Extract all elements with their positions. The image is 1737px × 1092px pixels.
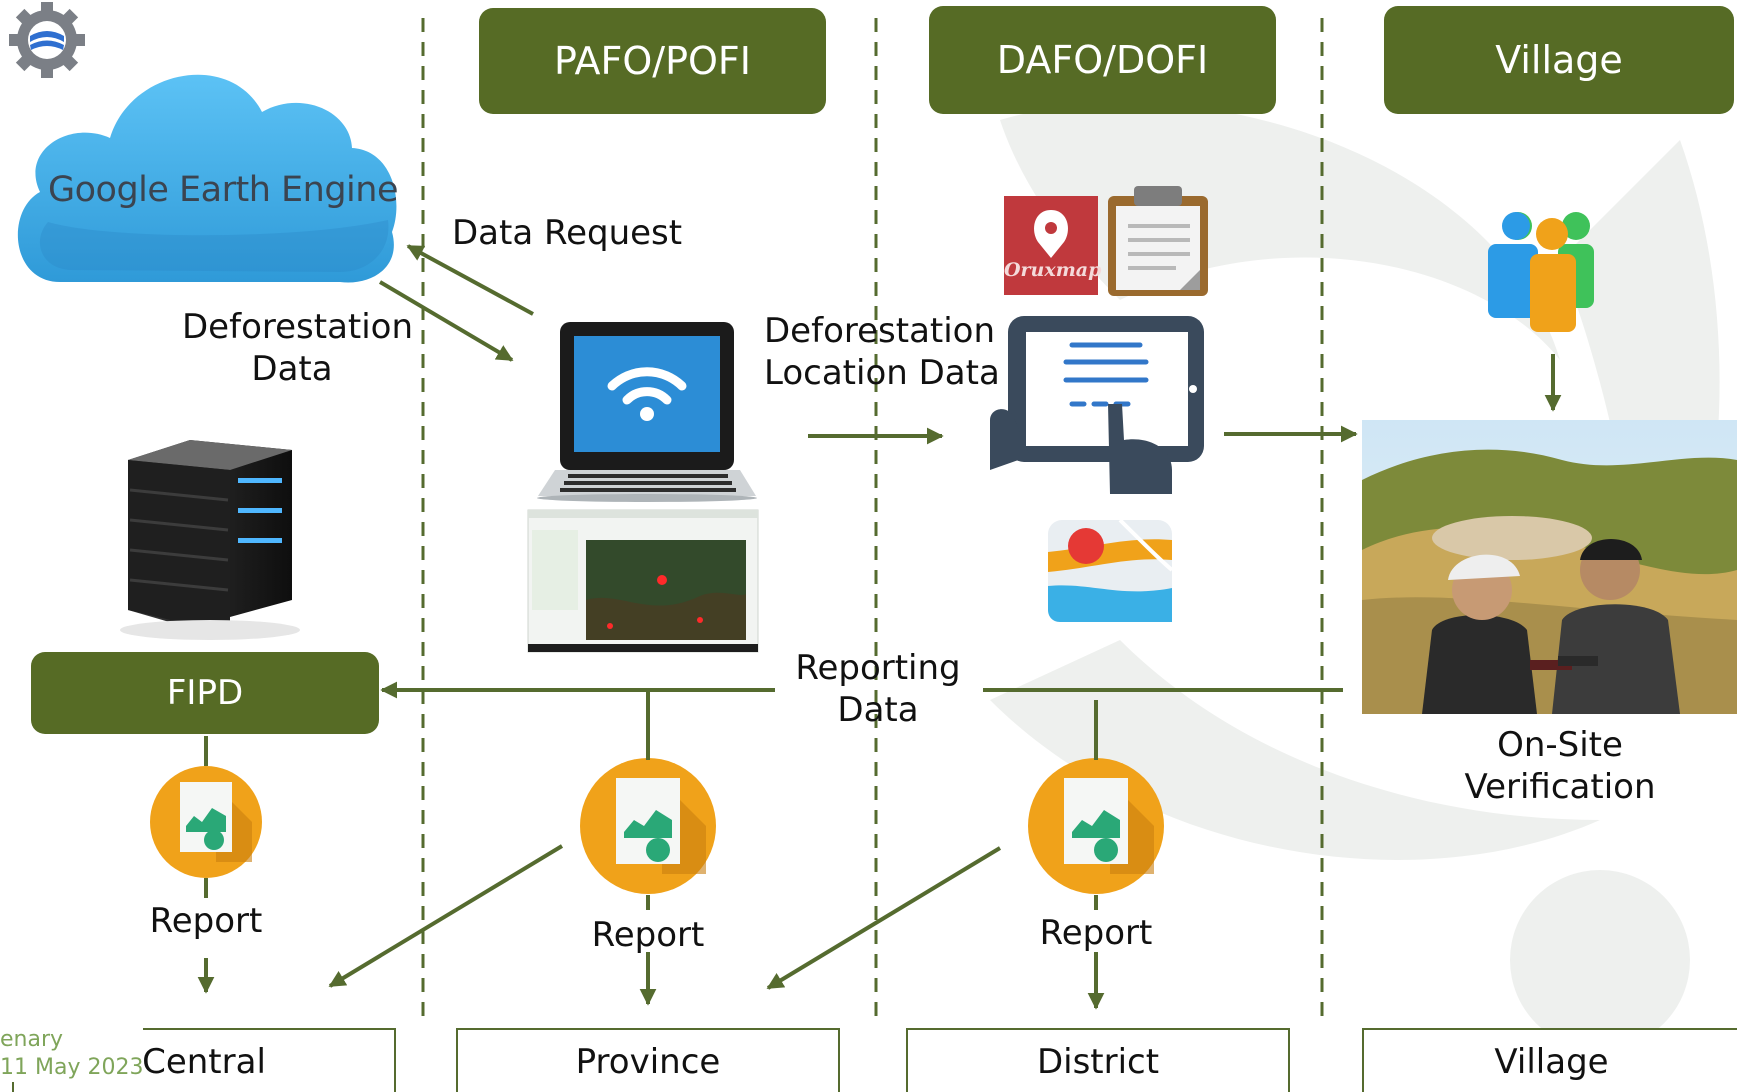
gee-map-screenshot: [527, 509, 759, 653]
report-icon-district: [1028, 758, 1164, 894]
tablet-hand-icon: [990, 316, 1204, 494]
clipboard-icon: [1108, 186, 1208, 296]
server-icon: [120, 440, 300, 640]
level-district: District: [906, 1028, 1290, 1092]
header-pafo-pofi: PAFO/POFI: [479, 8, 826, 114]
arrow-district-to-province: [766, 846, 1002, 990]
oruxmaps-logo-text: Oruxmap: [1004, 259, 1102, 281]
gee-gear-icon: [9, 2, 85, 78]
label-onsite-verification: On-Site Verification: [1464, 725, 1656, 807]
gee-brand-text: Google Earth Engine: [48, 170, 399, 210]
label-data-request: Data Request: [452, 213, 683, 253]
header-dafo-label: DAFO/DOFI: [996, 38, 1209, 82]
header-village: Village: [1384, 6, 1734, 114]
level-village: Village: [1362, 1028, 1737, 1092]
arrow-province-to-central: [328, 844, 564, 988]
label-location-data: Deforestation Location Data: [764, 311, 1000, 393]
report-icon-central: [150, 766, 262, 878]
arrow-data-request: [406, 244, 534, 316]
flow-arrows: [197, 244, 1562, 1010]
label-reporting-data: Reporting Data: [795, 648, 961, 730]
fipd-label: FIPD: [166, 673, 244, 713]
map-pin-icon: [1048, 518, 1174, 622]
header-pafo-label: PAFO/POFI: [554, 39, 751, 83]
gee-cloud-icon: [17, 74, 397, 283]
oruxmaps-logo-icon: Oruxmap: [1004, 196, 1102, 295]
laptop-wifi-icon: [537, 322, 757, 502]
fipd-box: FIPD: [31, 652, 379, 734]
level-province: Province: [456, 1028, 840, 1092]
label-report-district: Report: [1039, 913, 1153, 953]
label-deforestation-data: Deforestation Data: [182, 307, 414, 389]
onsite-verification-photo: [1362, 420, 1737, 714]
footer-date: enary 11 May 2023: [0, 1026, 144, 1082]
arrow-deforestation-data: [378, 280, 514, 362]
people-group-icon: [1488, 212, 1594, 332]
report-icon-province: [580, 758, 716, 894]
label-report-central: Report: [149, 901, 263, 941]
label-report-province: Report: [591, 915, 705, 955]
header-village-label: Village: [1495, 38, 1623, 82]
header-dafo-dofi: DAFO/DOFI: [929, 6, 1276, 114]
